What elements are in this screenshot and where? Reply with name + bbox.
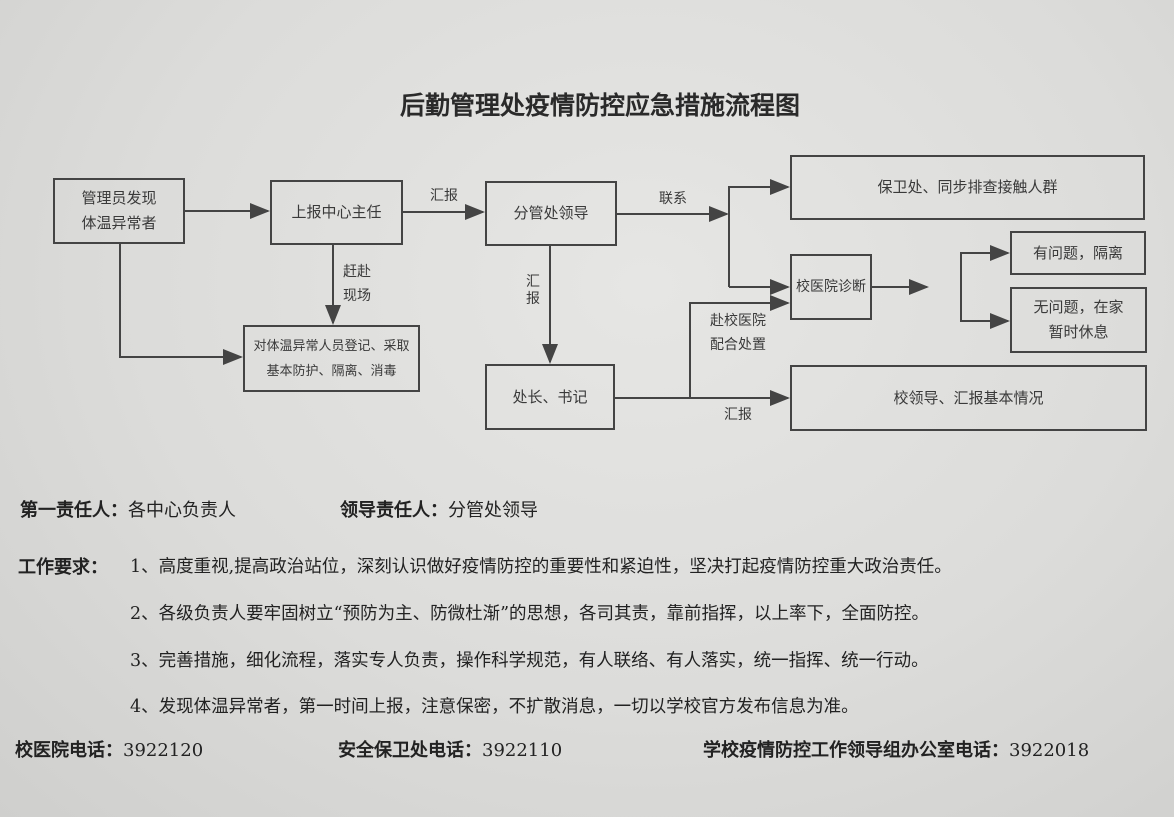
node-register: 对体温异常人员登记、采取基本防护、隔离、消毒: [243, 325, 420, 392]
page-title: 后勤管理处疫情防控应急措施流程图: [399, 91, 800, 120]
node-center: 上报中心主任: [270, 180, 403, 245]
node-noproblem: 无问题，在家暂时休息: [1010, 287, 1147, 353]
security-phone: 安全保卫处电话：3922110: [338, 736, 562, 762]
requirement-item: 3、完善措施，细化流程，落实专人负责，操作科学规范，有人联络、有人落实，统一指挥…: [130, 651, 929, 671]
requirements-label: 工作要求：: [18, 557, 108, 578]
edge-label-report: 汇报: [430, 188, 458, 204]
clinic-phone: 校医院电话：3922120: [15, 736, 203, 762]
requirement-item: 2、各级负责人要牢固树立“预防为主、防微杜渐”的思想，各司其责，靠前指挥，以上率…: [130, 604, 930, 624]
clinic-phone-number: 3922120: [123, 740, 204, 761]
node-admin: 管理员发现体温异常者: [53, 178, 185, 244]
security-phone-number: 3922110: [482, 740, 563, 761]
requirement-item: 4、发现体温异常者，第一时间上报，注意保密，不扩散消息，一切以学校官方发布信息为…: [130, 697, 859, 717]
edge-director-clinic: [689, 295, 790, 398]
edge-label-report-school: 汇报: [724, 407, 752, 423]
security-phone-label: 安全保卫处电话：: [338, 740, 482, 761]
edge-label-contact: 联系: [659, 191, 687, 207]
lead-responsible-value: 分管处领导: [448, 500, 538, 521]
node-problem: 有问题，隔离: [1010, 231, 1146, 275]
node-school: 校领导、汇报基本情况: [790, 365, 1147, 431]
requirement-item: 1、高度重视,提高政治站位，深刻认识做好疫情防控的重要性和紧迫性，坚决打起疫情防…: [130, 557, 952, 577]
edge-label-goclinic: 赴校医院配合处置: [710, 313, 766, 353]
office-phone-label: 学校疫情防控工作领导组办公室电话：: [703, 740, 1009, 761]
edge-admin-register: [119, 244, 243, 365]
first-responsible: 第一责任人：各中心负责人: [20, 496, 236, 522]
office-phone-number: 3922018: [1009, 740, 1090, 761]
edge-label-rush: 赶赴现场: [343, 264, 371, 304]
edge-contact-branch: [728, 186, 788, 287]
node-leader: 分管处领导: [485, 181, 617, 246]
node-security: 保卫处、同步排查接触人群: [790, 155, 1145, 220]
first-responsible-value: 各中心负责人: [128, 500, 236, 521]
node-director: 处长、书记: [485, 364, 615, 430]
office-phone: 学校疫情防控工作领导组办公室电话：3922018: [703, 736, 1089, 762]
first-responsible-label: 第一责任人：: [20, 500, 128, 521]
lead-responsible: 领导责任人：分管处领导: [340, 496, 538, 522]
clinic-phone-label: 校医院电话：: [15, 740, 123, 761]
node-clinic: 校医院诊断: [790, 254, 872, 320]
lead-responsible-label: 领导责任人：: [340, 500, 448, 521]
edge-label-report-vertical: 汇报: [526, 274, 540, 307]
